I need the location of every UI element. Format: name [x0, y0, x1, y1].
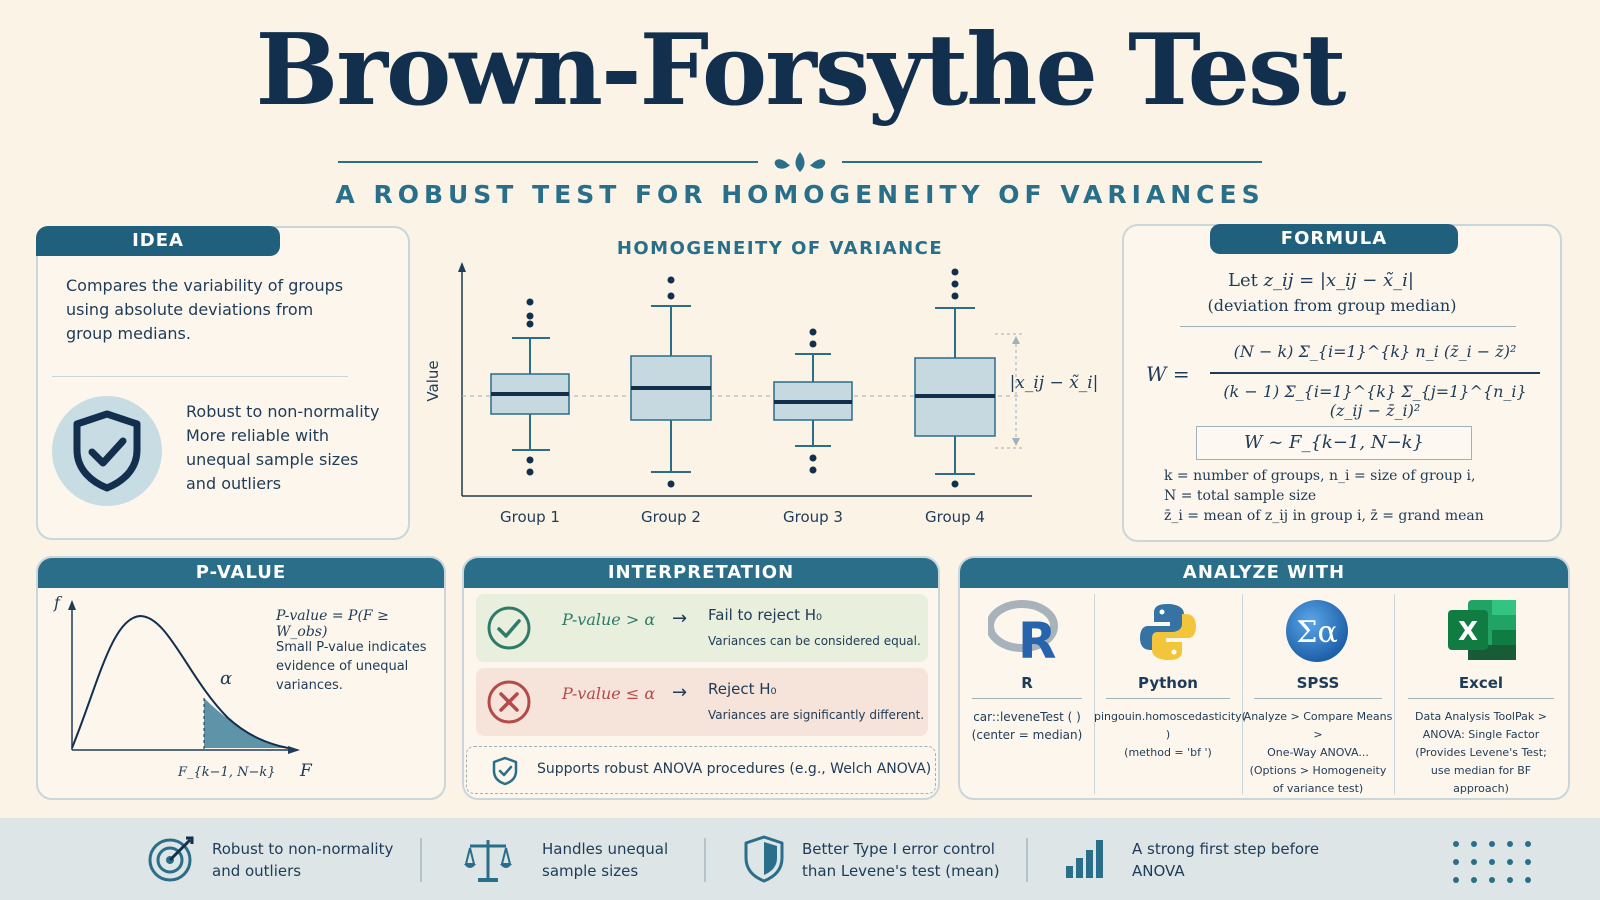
- group-label-2: Group 2: [641, 508, 701, 526]
- group-label-1: Group 1: [500, 508, 560, 526]
- feature-2: Handles unequal sample sizes: [542, 840, 669, 880]
- shield-icon: [744, 835, 784, 883]
- accept-note: Variances can be considered equal.: [708, 634, 921, 648]
- formula-numerator: (N − k) Σ_{i=1}^{k} n_i (z̄_i − z̄)²: [1233, 342, 1517, 361]
- formula-let: Let z_ij = |x_ij − x̃_i|: [1228, 270, 1414, 291]
- svg-text:α: α: [220, 668, 232, 689]
- svg-text:X: X: [1458, 617, 1478, 647]
- formula-label: FORMULA: [1210, 224, 1458, 254]
- pvalue-label: P-VALUE: [38, 558, 444, 588]
- svg-text:F: F: [299, 761, 313, 781]
- support-note: Supports robust ANOVA procedures (e.g., …: [466, 746, 936, 794]
- formula-divider: [1180, 326, 1516, 327]
- dots-decoration-icon: [1453, 841, 1531, 883]
- box-group-4: [914, 268, 1024, 488]
- box-group-1: [490, 298, 570, 476]
- y-axis-label: Value: [424, 360, 442, 401]
- x-circle-icon: [487, 680, 531, 724]
- group-label-4: Group 4: [925, 508, 985, 526]
- feature-strip: [0, 818, 1600, 900]
- analyze-label: ANALYZE WITH: [960, 558, 1568, 588]
- tool-excel: X Excel Data Analysis ToolPak > ANOVA: S…: [1394, 594, 1568, 795]
- page-subtitle: A ROBUST TEST FOR HOMOGENEITY OF VARIANC…: [335, 180, 1265, 209]
- reject-note: Variances are significantly different.: [708, 708, 925, 722]
- tool-divider-3: [1394, 594, 1395, 794]
- interpretation-label: INTERPRETATION: [464, 558, 938, 588]
- svg-text:F_{k−1, N−k}: F_{k−1, N−k}: [177, 765, 276, 780]
- svg-text:R: R: [1018, 612, 1057, 662]
- f-distribution-plot: f α F F_{k−1, N−k}: [53, 594, 313, 781]
- interpretation-row-accept: P-value > α → Fail to reject H₀ Variance…: [476, 594, 928, 662]
- boxplot-chart: Value: [424, 262, 1099, 497]
- bar-chart-icon: [1066, 840, 1103, 878]
- formula-card: FORMULA Let z_ij = |x_ij − x̃_i| (deviat…: [1122, 224, 1562, 542]
- pvalue-formula: P-value = P(F ≥ W_obs): [276, 608, 389, 640]
- feature-separator-3: [1026, 838, 1028, 882]
- reject-condition: P-value ≤ α: [562, 684, 656, 703]
- balance-scale-icon: [464, 840, 512, 882]
- r-logo-icon: R: [988, 600, 1058, 662]
- check-circle-icon: [487, 606, 531, 650]
- shield-check-icon: [52, 396, 162, 506]
- pvalue-card: P-VALUE f α F F_{k−1, N−k} P-value = P(F…: [36, 556, 446, 800]
- idea-benefits: Robust to non-normality More reliable wi…: [186, 402, 380, 493]
- accept-condition: P-value > α: [562, 610, 656, 629]
- analyze-card: ANALYZE WITH R R car::leveneTest ( ) (ce…: [958, 556, 1570, 800]
- chart-title: HOMOGENEITY OF VARIANCE: [616, 238, 944, 259]
- accept-arrow: →: [672, 608, 688, 629]
- svg-text:f: f: [53, 594, 63, 612]
- deviation-label: |x_ij − x̃_i|: [1010, 373, 1099, 393]
- box-group-3: [773, 328, 853, 474]
- formula-denominator: (k − 1) Σ_{i=1}^{k} Σ_{j=1}^{n_i} (z_ij …: [1223, 382, 1527, 420]
- python-logo-icon: [1140, 604, 1196, 660]
- idea-card: IDEA Compares the variability of groups …: [36, 226, 410, 540]
- tool-divider-2: [1242, 594, 1243, 794]
- tool-spss: Σα SPSS Analyze > Compare Means > One-Wa…: [1242, 594, 1394, 795]
- interpretation-card: INTERPRETATION P-value > α → Fail to rej…: [462, 556, 940, 800]
- page-title: Brown-Forsythe Test: [255, 13, 1347, 128]
- formula-distribution: W ~ F_{k−1, N−k}: [1196, 426, 1472, 460]
- feature-separator-1: [420, 838, 422, 882]
- tool-python: Python pingouin.homoscedasticity( ) (met…: [1094, 594, 1246, 794]
- feature-separator-2: [704, 838, 706, 882]
- idea-label: IDEA: [36, 226, 280, 256]
- shield-check-small-icon: [492, 756, 518, 786]
- excel-logo-icon: X: [1448, 600, 1516, 660]
- formula-let-note: (deviation from group median): [1207, 296, 1457, 315]
- formula-fraction-bar: [1210, 372, 1540, 374]
- title-ornament: [338, 152, 1262, 172]
- target-icon: [148, 836, 194, 882]
- idea-text: Compares the variability of groups using…: [66, 276, 344, 343]
- reject-result: Reject H₀: [708, 680, 777, 698]
- pvalue-description: Small P-value indicates evidence of uneq…: [276, 640, 427, 693]
- formula-w-lhs: W =: [1146, 362, 1190, 386]
- reject-arrow: →: [672, 682, 688, 703]
- formula-definitions: k = number of groups, n_i = size of grou…: [1164, 468, 1484, 524]
- idea-divider: [52, 376, 348, 377]
- svg-text:Σα: Σα: [1296, 615, 1337, 650]
- feature-4: A strong first step before ANOVA: [1132, 840, 1320, 880]
- interpretation-row-reject: P-value ≤ α → Reject H₀ Variances are si…: [476, 668, 928, 736]
- group-label-3: Group 3: [783, 508, 843, 526]
- tool-divider-1: [1094, 594, 1095, 794]
- box-group-2: [630, 276, 712, 488]
- tool-r: R R car::leveneTest ( ) (center = median…: [960, 594, 1094, 794]
- y-axis-arrow: [458, 262, 466, 272]
- feature-1: Robust to non-normality and outliers: [212, 840, 394, 880]
- accept-result: Fail to reject H₀: [708, 606, 823, 624]
- spss-logo-icon: Σα: [1286, 600, 1348, 662]
- feature-3: Better Type I error control than Levene'…: [802, 840, 1000, 880]
